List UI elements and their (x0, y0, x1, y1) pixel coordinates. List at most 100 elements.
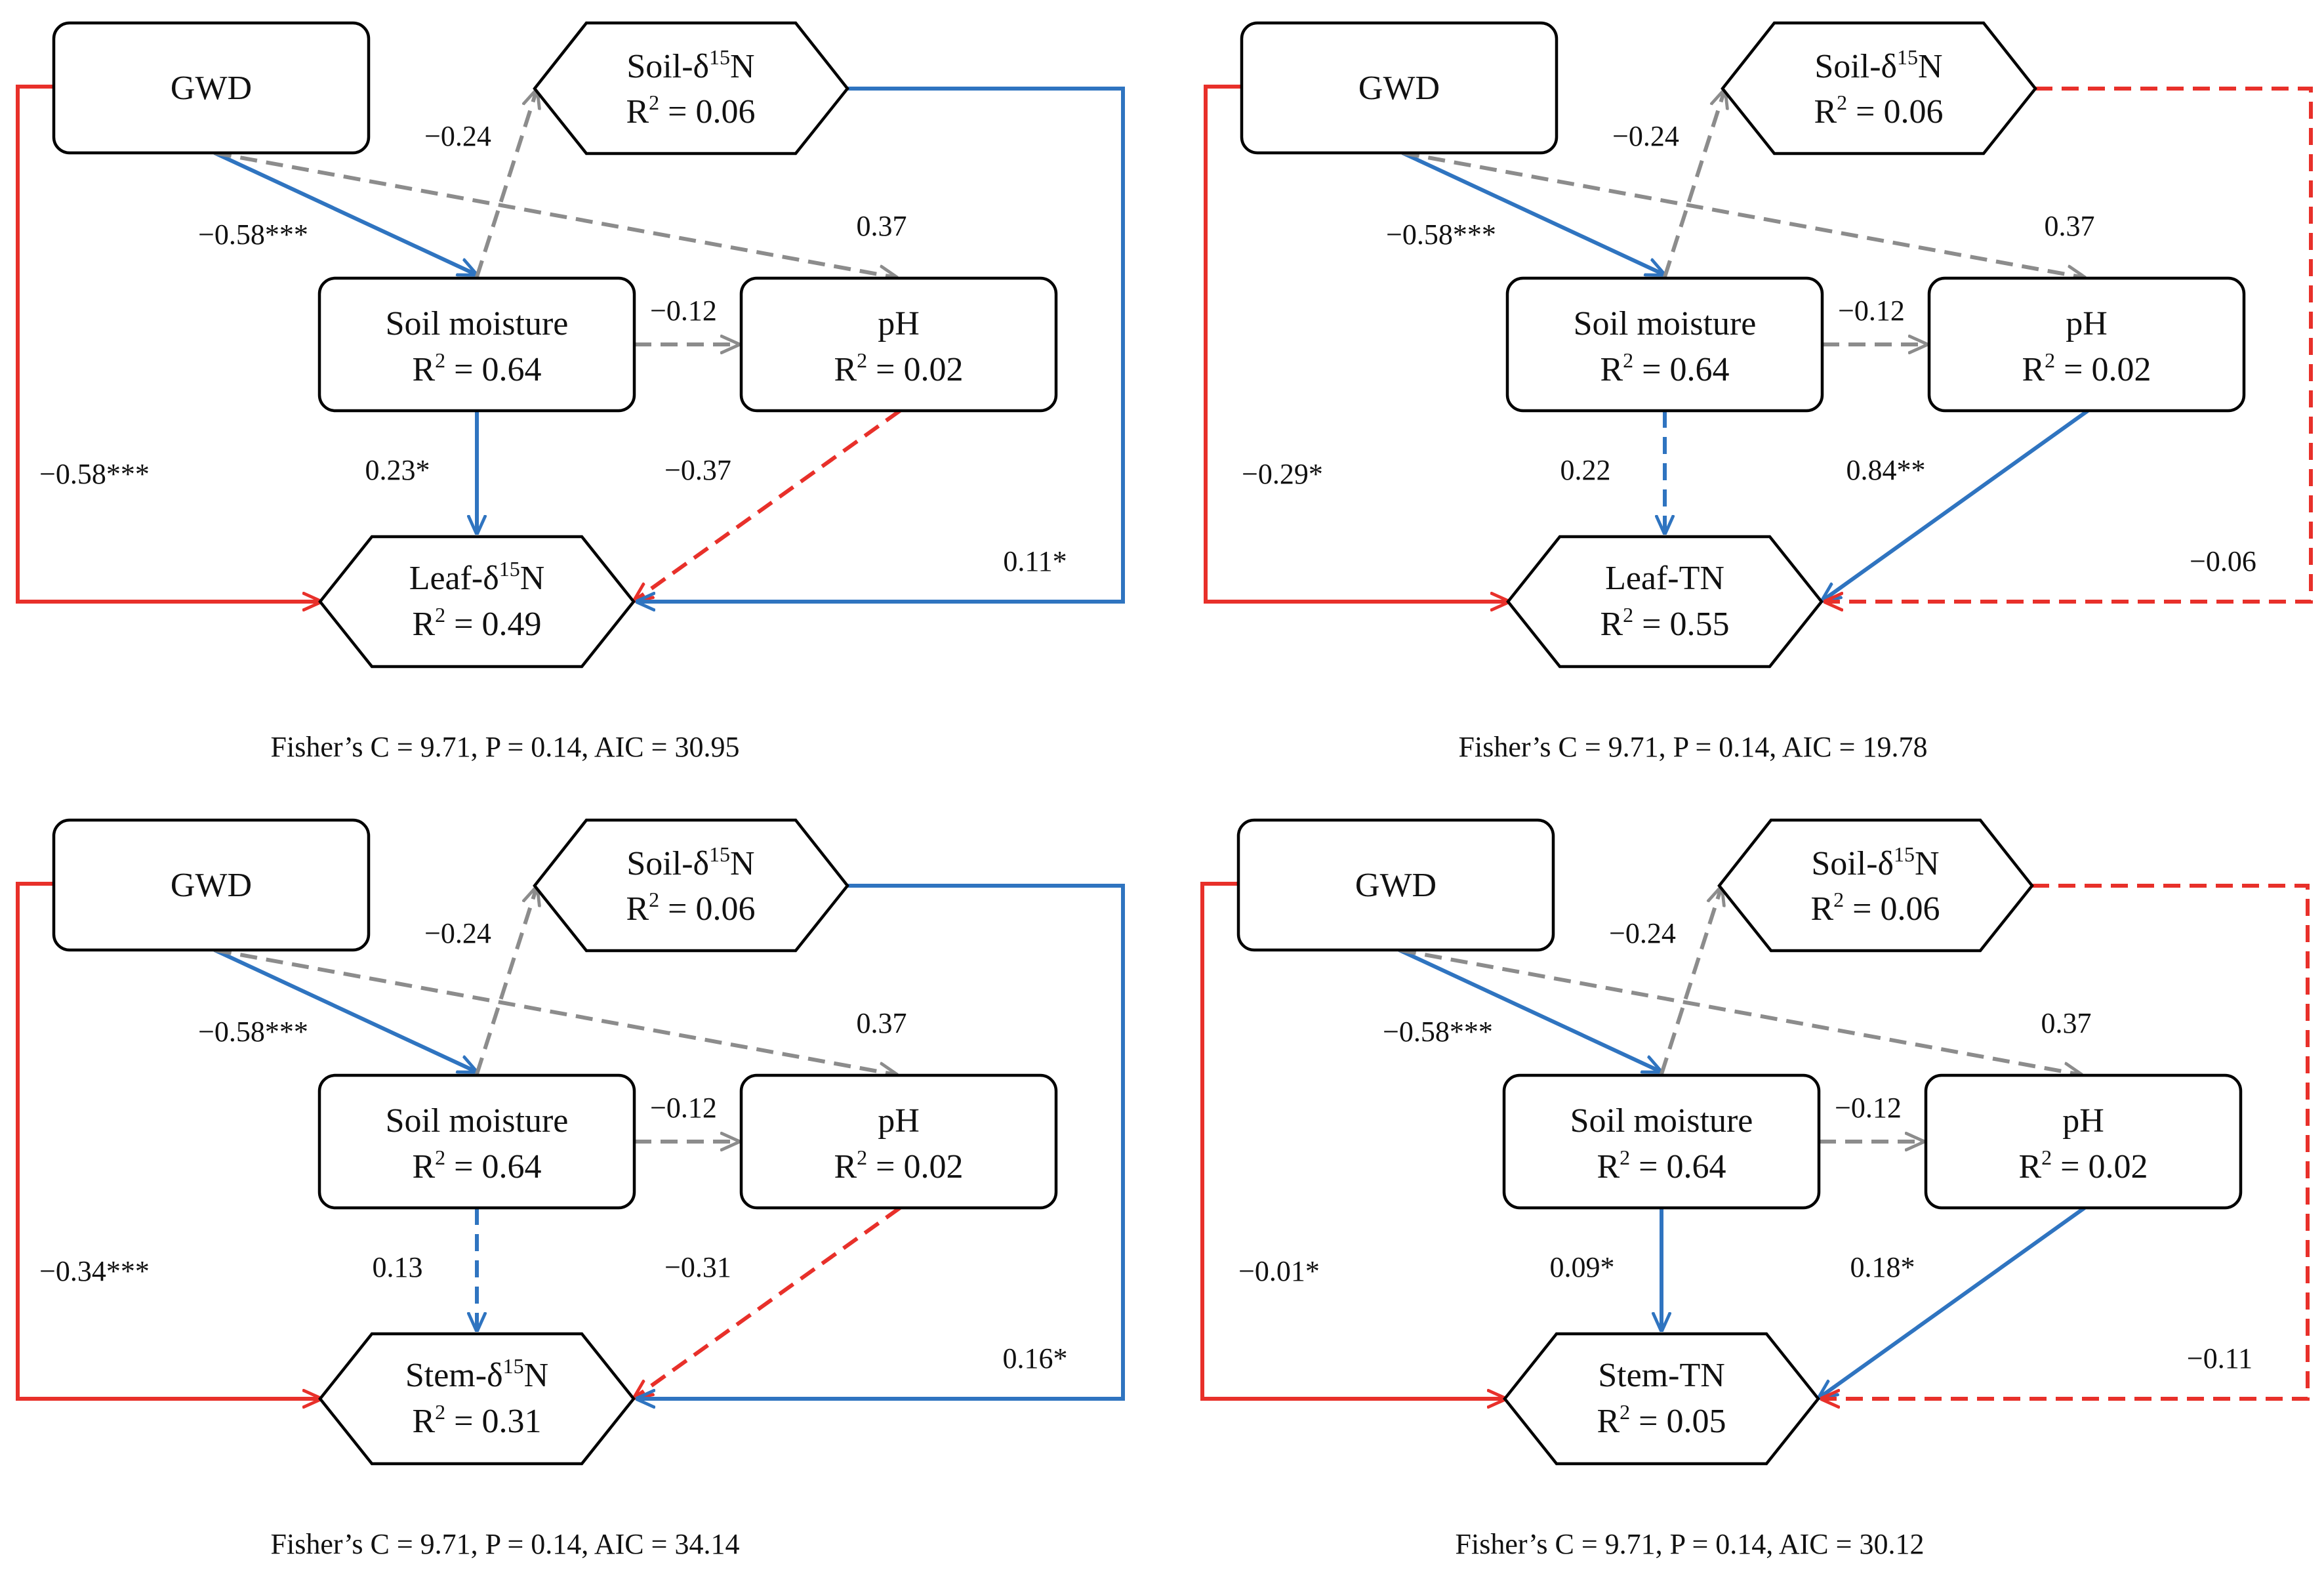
coef-gwd-moisture: −0.58*** (1383, 1016, 1493, 1048)
fit-statistics: Fisher’s C = 9.71, P = 0.14, AIC = 34.14 (271, 1528, 740, 1560)
coef-moisture-soil: −0.24 (424, 120, 491, 152)
node-ph-label: pH (878, 1102, 920, 1140)
node-target (318, 1332, 636, 1466)
path-soil-d15n-to-target (638, 884, 1125, 1399)
node-ph-r2: R2 = 0.02 (834, 1146, 963, 1186)
node-soil-moisture-label: Soil moisture (386, 1102, 569, 1140)
node-soil-moisture (317, 1073, 636, 1210)
coef-gwd-target: −0.34*** (39, 1255, 150, 1287)
node-target-r2: R2 = 0.31 (412, 1400, 541, 1440)
node-ph-r2: R2 = 0.02 (834, 348, 963, 388)
node-gwd-label: GWD (171, 70, 252, 107)
path-gwd-to-target (1200, 882, 1505, 1399)
node-soil-d15n-r2: R2 = 0.06 (626, 91, 755, 131)
node-ph-r2: R2 = 0.02 (2022, 348, 2151, 388)
node-soil-d15n (1717, 818, 2034, 953)
node-target-label: Stem-TN (1598, 1357, 1725, 1394)
coef-ph-target: −0.37 (664, 454, 731, 486)
coef-moisture-soil: −0.24 (424, 917, 491, 949)
node-soil-d15n-label: Soil-δ15N (626, 45, 754, 85)
coef-soil-target: −0.11 (2187, 1342, 2253, 1374)
coef-moisture-target: 0.22 (1560, 454, 1611, 486)
node-ph-label: pH (2062, 1102, 2104, 1140)
node-soil-moisture-r2: R2 = 0.64 (412, 348, 541, 388)
path-soil-moisture-to-soil-d15n (1663, 91, 1724, 278)
node-gwd-label: GWD (1358, 70, 1440, 107)
node-target-label: Stem-δ15N (405, 1354, 548, 1394)
coef-soil-target: 0.11* (1003, 545, 1067, 577)
node-soil-moisture-r2: R2 = 0.64 (1597, 1146, 1726, 1186)
node-target-r2: R2 = 0.05 (1597, 1400, 1726, 1440)
coef-moisture-target: 0.09* (1550, 1251, 1615, 1283)
node-ph (739, 1073, 1058, 1210)
node-soil-moisture-r2: R2 = 0.64 (412, 1146, 541, 1186)
coef-gwd-target: −0.29* (1242, 458, 1323, 490)
coef-moisture-soil: −0.24 (1609, 917, 1676, 949)
node-soil-moisture-label: Soil moisture (1570, 1102, 1753, 1140)
coef-soil-target: −0.06 (2190, 545, 2256, 577)
fit-statistics: Fisher’s C = 9.71, P = 0.14, AIC = 19.78 (1459, 731, 1928, 763)
node-soil-moisture (1505, 276, 1824, 413)
coef-moisture-ph: −0.12 (1835, 1092, 1902, 1124)
coef-soil-target: 0.16* (1003, 1342, 1068, 1374)
node-soil-d15n-label: Soil-δ15N (626, 842, 754, 882)
path-ph-to-target (635, 409, 901, 600)
node-ph (1927, 276, 2246, 413)
node-soil-moisture-label: Soil moisture (386, 305, 569, 342)
node-ph (1924, 1073, 2243, 1210)
coef-gwd-ph: 0.37 (2045, 210, 2095, 242)
path-soil-moisture-to-soil-d15n (1660, 888, 1721, 1075)
coef-gwd-ph: 0.37 (857, 210, 907, 242)
node-ph-label: pH (2066, 305, 2108, 342)
path-gwd-to-ph (1402, 151, 2084, 278)
node-gwd (1240, 21, 1559, 155)
node-target-r2: R2 = 0.55 (1600, 603, 1729, 643)
coef-gwd-ph: 0.37 (2041, 1007, 2092, 1039)
fit-statistics: Fisher’s C = 9.71, P = 0.14, AIC = 30.95 (271, 731, 740, 763)
coef-gwd-moisture: −0.58*** (198, 1016, 308, 1048)
node-soil-d15n-r2: R2 = 0.06 (626, 888, 755, 928)
node-soil-d15n-label: Soil-δ15N (1811, 842, 1939, 882)
node-soil-moisture (317, 276, 636, 413)
node-target-label: Leaf-δ15N (409, 557, 545, 597)
path-soil-moisture-to-soil-d15n (475, 91, 537, 278)
path-soil-d15n-to-target (1822, 884, 2310, 1399)
coef-gwd-target: −0.58*** (39, 458, 150, 490)
node-ph-r2: R2 = 0.02 (2018, 1146, 2148, 1186)
node-gwd-label: GWD (171, 867, 252, 904)
node-soil-d15n (533, 818, 849, 953)
node-target (318, 535, 636, 669)
node-target (1506, 535, 1824, 669)
node-gwd-label: GWD (1355, 867, 1437, 904)
node-soil-d15n-r2: R2 = 0.06 (1814, 91, 1943, 131)
node-ph (739, 276, 1058, 413)
node-target-label: Leaf-TN (1605, 560, 1724, 597)
path-ph-to-target (1823, 409, 2089, 600)
coef-ph-target: −0.31 (664, 1251, 731, 1283)
coef-ph-target: 0.18* (1850, 1251, 1915, 1283)
node-target-r2: R2 = 0.49 (412, 603, 541, 643)
node-soil-d15n (533, 21, 849, 155)
node-gwd (1236, 818, 1555, 952)
coef-ph-target: 0.84** (1846, 454, 1926, 486)
path-gwd-to-soil-moisture (1398, 948, 1660, 1071)
node-target (1503, 1332, 1820, 1466)
path-gwd-to-soil-moisture (213, 151, 476, 274)
fit-statistics: Fisher’s C = 9.71, P = 0.14, AIC = 30.12 (1456, 1528, 1925, 1560)
path-gwd-to-ph (1398, 948, 2081, 1075)
node-soil-moisture-r2: R2 = 0.64 (1600, 348, 1729, 388)
path-gwd-to-soil-moisture (213, 948, 476, 1071)
node-soil-d15n (1721, 21, 2037, 155)
coef-gwd-ph: 0.37 (857, 1007, 907, 1039)
coef-moisture-soil: −0.24 (1612, 120, 1679, 152)
node-ph-label: pH (878, 305, 920, 342)
coef-gwd-target: −0.01* (1238, 1255, 1320, 1287)
path-soil-moisture-to-soil-d15n (475, 888, 537, 1075)
coef-gwd-moisture: −0.58*** (198, 218, 308, 251)
coef-moisture-ph: −0.12 (1838, 295, 1905, 327)
node-soil-moisture-label: Soil moisture (1574, 305, 1757, 342)
